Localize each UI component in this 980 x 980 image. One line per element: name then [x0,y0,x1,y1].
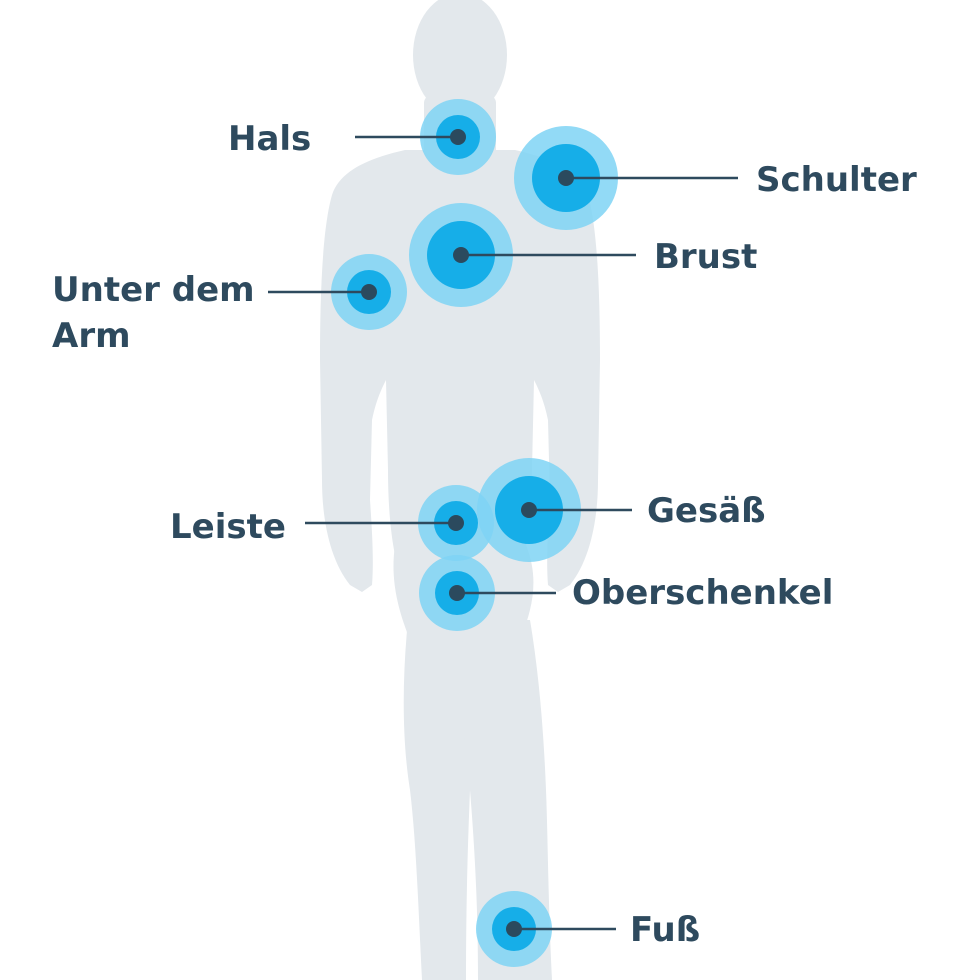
marker-chest: Brust [409,203,757,307]
label-buttocks: Gesäß [647,491,766,531]
marker-dot [448,515,464,531]
silhouette-left-leg [403,620,475,980]
marker-shoulder: Schulter [514,126,917,230]
marker-foot: Fuß [476,891,700,967]
marker-thigh: Oberschenkel [419,555,833,631]
label-thigh: Oberschenkel [572,573,833,613]
marker-dot [450,129,466,145]
marker-neck: Hals [228,99,496,175]
silhouette-head [413,0,507,117]
marker-buttocks: Gesäß [477,458,766,562]
marker-dot [521,502,537,518]
marker-dot [506,921,522,937]
marker-groin: Leiste [170,485,494,561]
marker-dot [449,585,465,601]
marker-dot [558,170,574,186]
silhouette-right-leg [462,620,552,980]
label-foot: Fuß [630,910,700,950]
marker-dot [361,284,377,300]
label-shoulder: Schulter [756,160,917,200]
label-groin: Leiste [170,507,286,547]
label-chest: Brust [654,237,757,277]
marker-dot [453,247,469,263]
label-underarm-line-1: Unter dem [52,270,255,310]
label-underarm-line-2: Arm [52,316,131,356]
label-neck: Hals [228,119,311,159]
